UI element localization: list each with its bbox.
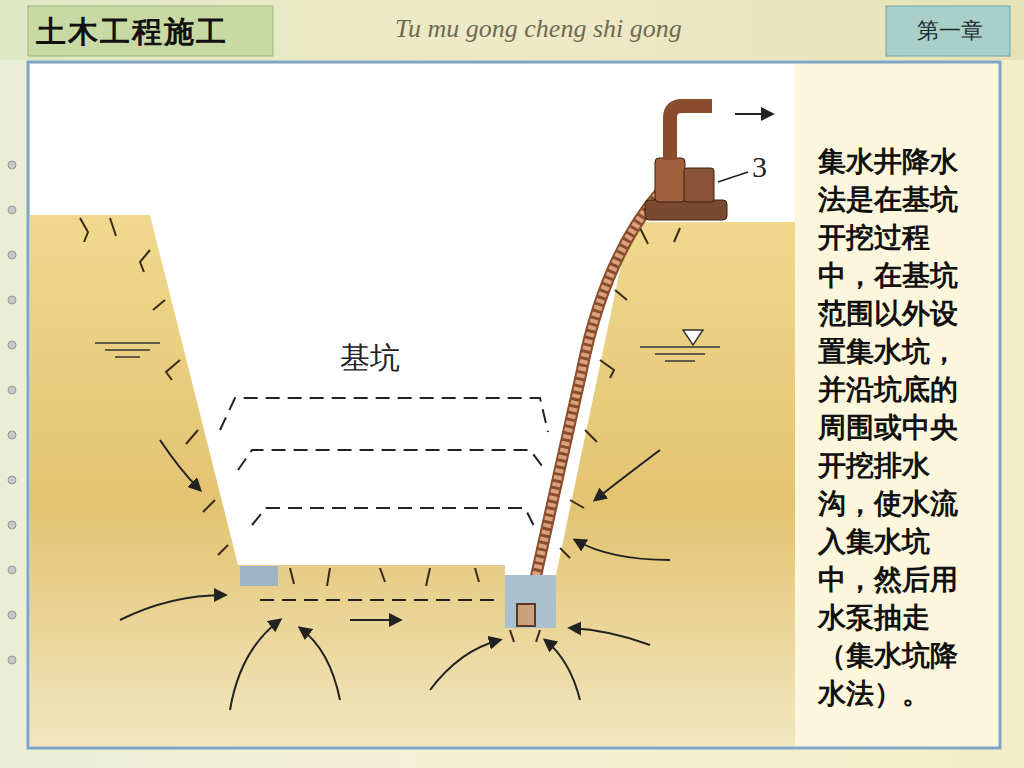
content-frame xyxy=(28,62,1000,748)
drain-ditch xyxy=(240,566,278,586)
header-band xyxy=(0,0,1024,60)
chapter-plate xyxy=(886,6,1010,56)
soil-section xyxy=(30,215,795,746)
lowered-water-table xyxy=(220,398,548,600)
water-table-mark xyxy=(95,330,720,361)
illustration-ground xyxy=(30,64,795,746)
title-plate xyxy=(28,6,273,56)
water-pump xyxy=(645,106,727,220)
chapter-label: 第一章 xyxy=(900,16,1000,46)
seepage-arrow xyxy=(120,440,670,710)
binder-rings xyxy=(8,161,16,664)
discharge-arrow xyxy=(735,113,772,115)
pinyin-banner: Tu mu gong cheng shi gong xyxy=(395,14,682,44)
description-text: 集水井降水法是在基坑开挖过程中，在基坑范围以外设置集水坑，并沿坑底的周围或中央开… xyxy=(818,143,974,713)
hose-ribbing xyxy=(528,190,662,612)
slide-title: 土木工程施工 xyxy=(36,12,266,53)
sump-pit xyxy=(505,575,556,628)
leader-line xyxy=(718,172,748,182)
pit-label: 基坑 xyxy=(338,338,402,379)
callout-number: 3 xyxy=(752,150,767,184)
strainer xyxy=(517,604,535,626)
suction-hose xyxy=(528,190,662,612)
soil-texture xyxy=(80,218,680,642)
